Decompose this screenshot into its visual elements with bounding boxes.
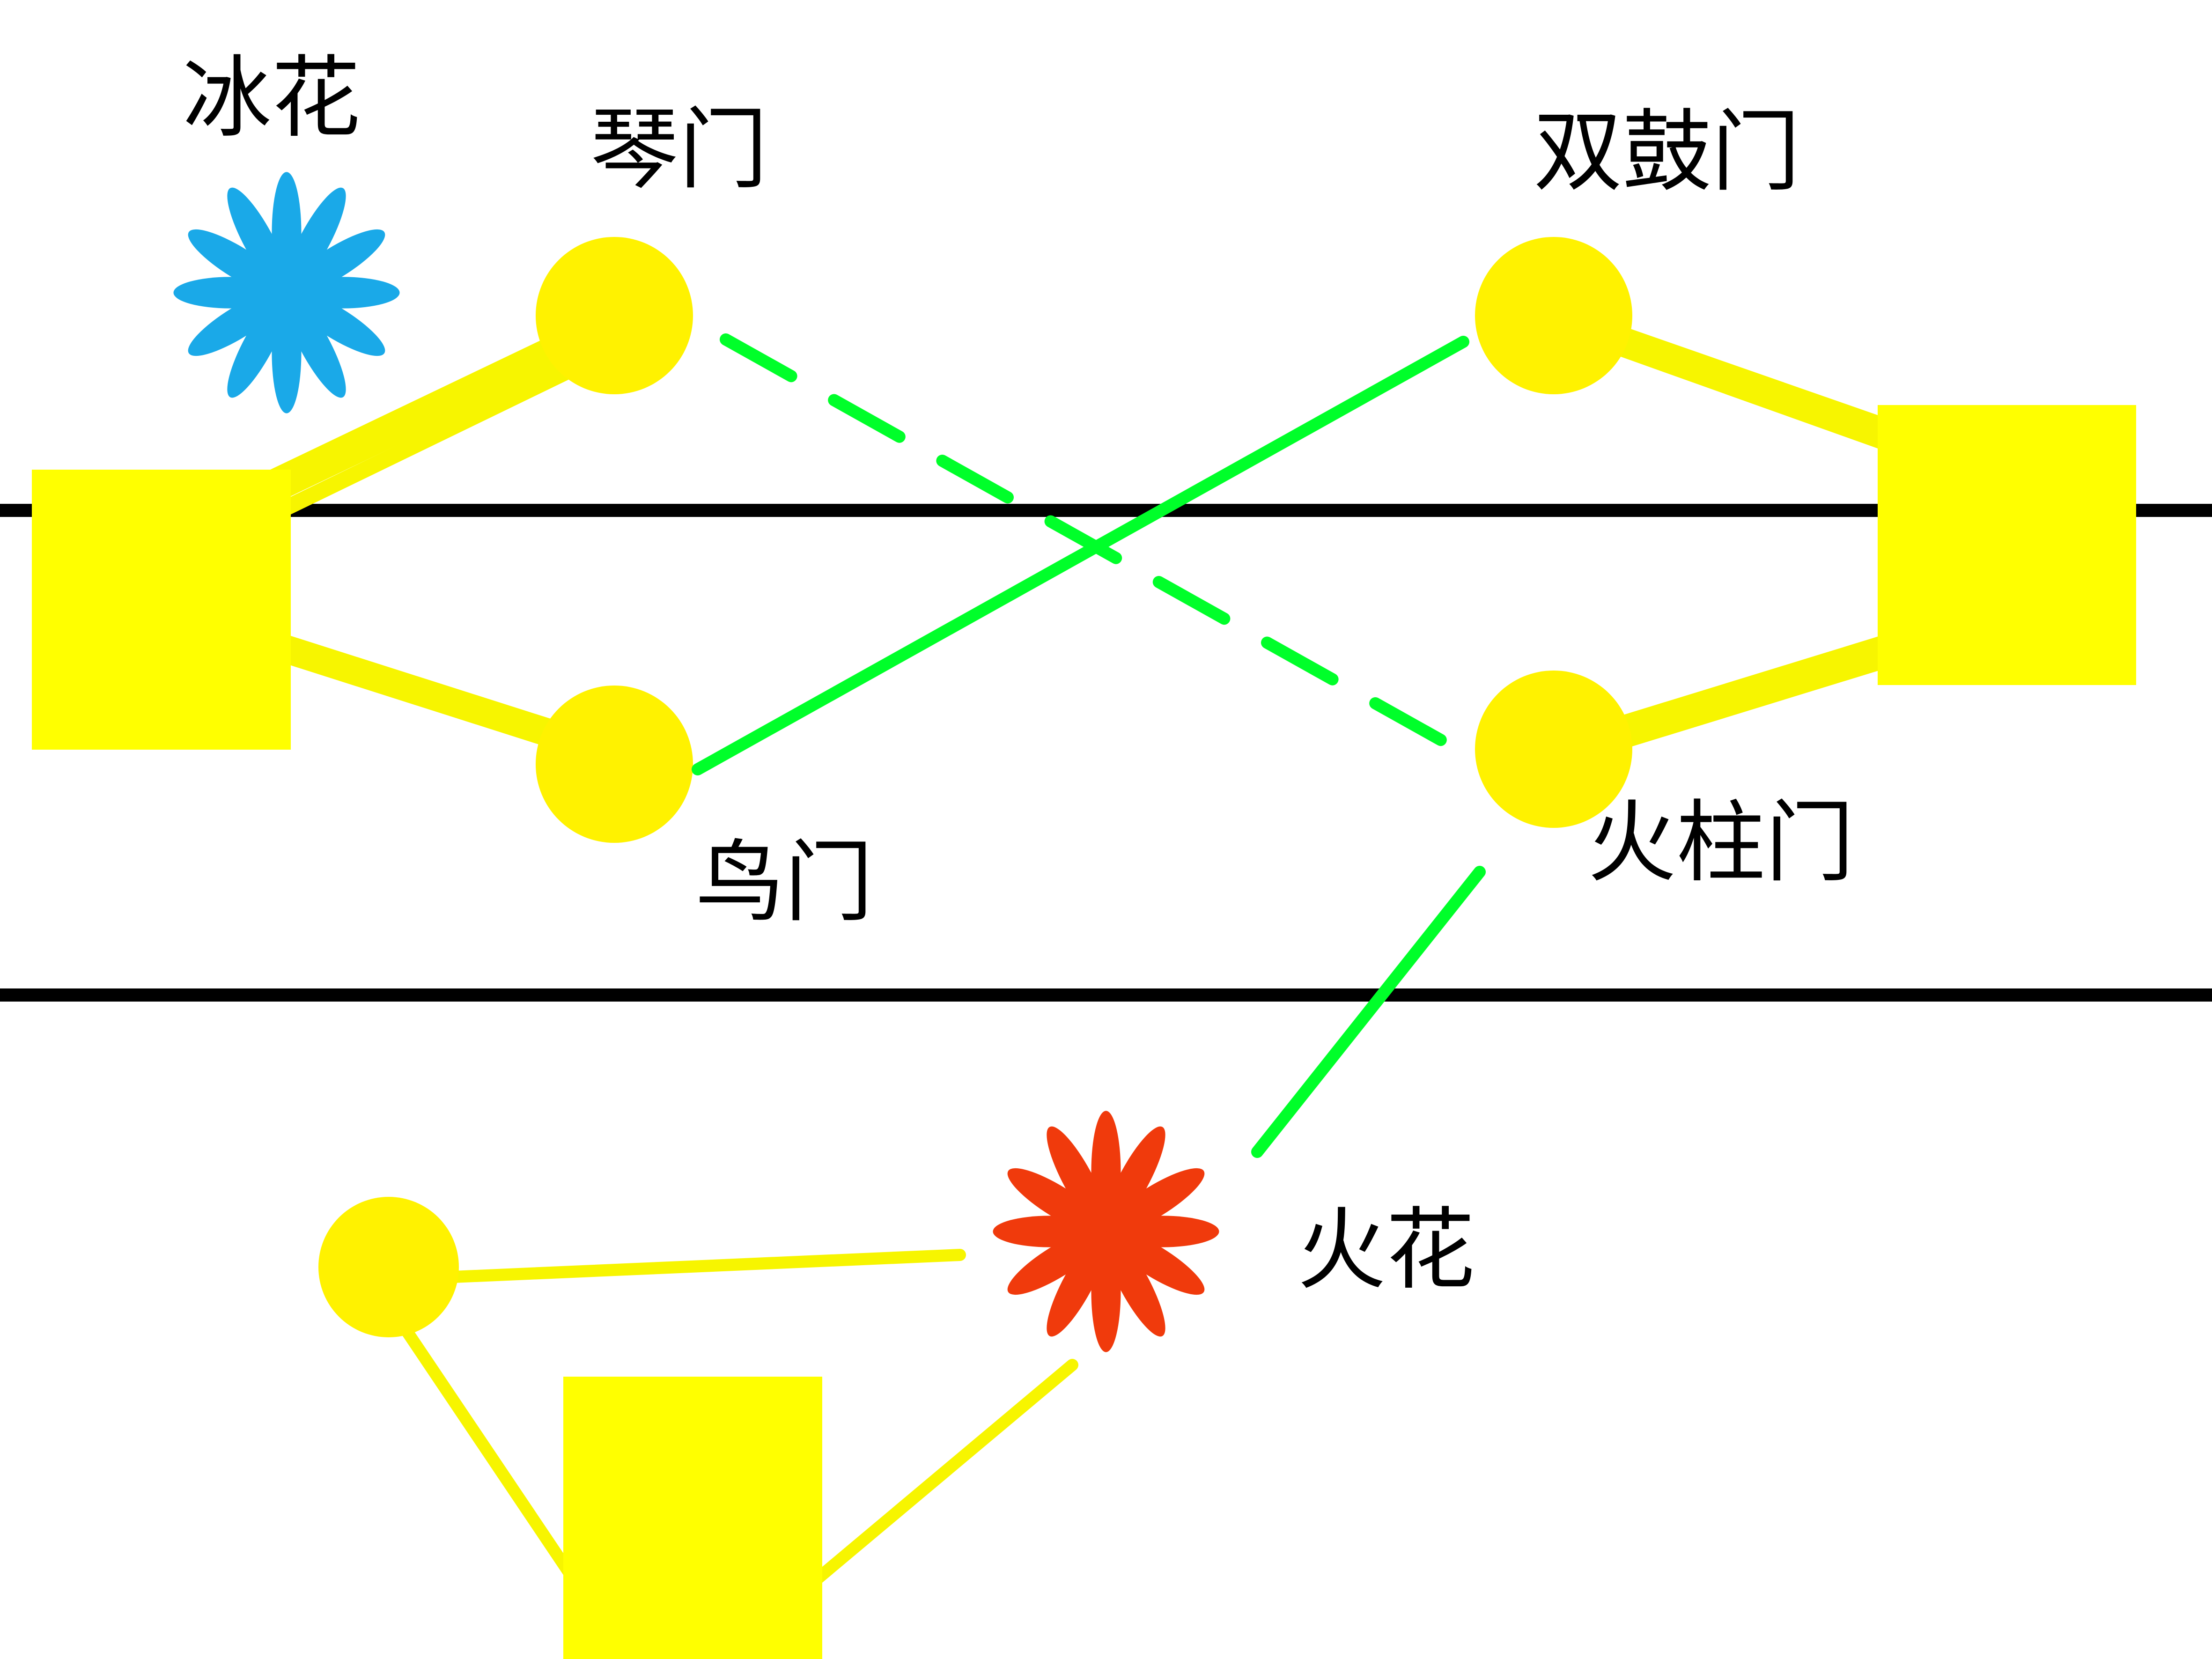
bird-gate-node	[536, 686, 693, 843]
ice-flower-label: 冰花	[183, 46, 361, 150]
yellow-connectors	[246, 316, 1903, 1603]
connector-fire-pillar-gate-to-right-block	[1566, 634, 1903, 761]
qin-gate-node	[536, 237, 693, 394]
bottom-block	[563, 1377, 822, 1659]
left-block	[32, 470, 291, 750]
fire-pillar-gate-node	[1475, 671, 1632, 828]
bottom-node	[318, 1197, 459, 1337]
route-bird-gate-to-double-drum-gate	[692, 336, 1469, 775]
right-block	[1878, 405, 2136, 685]
double-drum-gate-node	[1475, 237, 1632, 394]
route-fire-pillar-gate-to-fire-flower	[1251, 866, 1486, 1158]
fire-flower-icon	[993, 1111, 1219, 1352]
connector-bottom-node-to-fire-flower	[415, 1249, 966, 1284]
bird-gate-label: 鸟门	[695, 831, 873, 934]
connector-double-drum-gate-to-right-block	[1580, 316, 1899, 442]
green-routes	[692, 333, 1486, 1158]
connector-double-drum-gate-to-right-block-inner	[1585, 333, 1894, 451]
connector-left-block-to-qin-gate	[246, 321, 602, 508]
connector-bottom-node-to-bottom-block	[397, 1319, 591, 1603]
fire-pillar-gate-label: 火柱门	[1587, 791, 1854, 894]
double-drum-gate-label: 双鼓门	[1534, 100, 1800, 204]
ice-flower-icon	[173, 172, 400, 413]
qin-gate-label: 琴门	[590, 98, 768, 201]
connector-fire-flower-to-bottom-block	[790, 1359, 1078, 1603]
connector-left-block-to-bird-gate	[248, 627, 599, 759]
connector-left-block-to-qin-gate-inner	[273, 348, 607, 518]
fire-flower-label: 火花	[1297, 1198, 1475, 1302]
